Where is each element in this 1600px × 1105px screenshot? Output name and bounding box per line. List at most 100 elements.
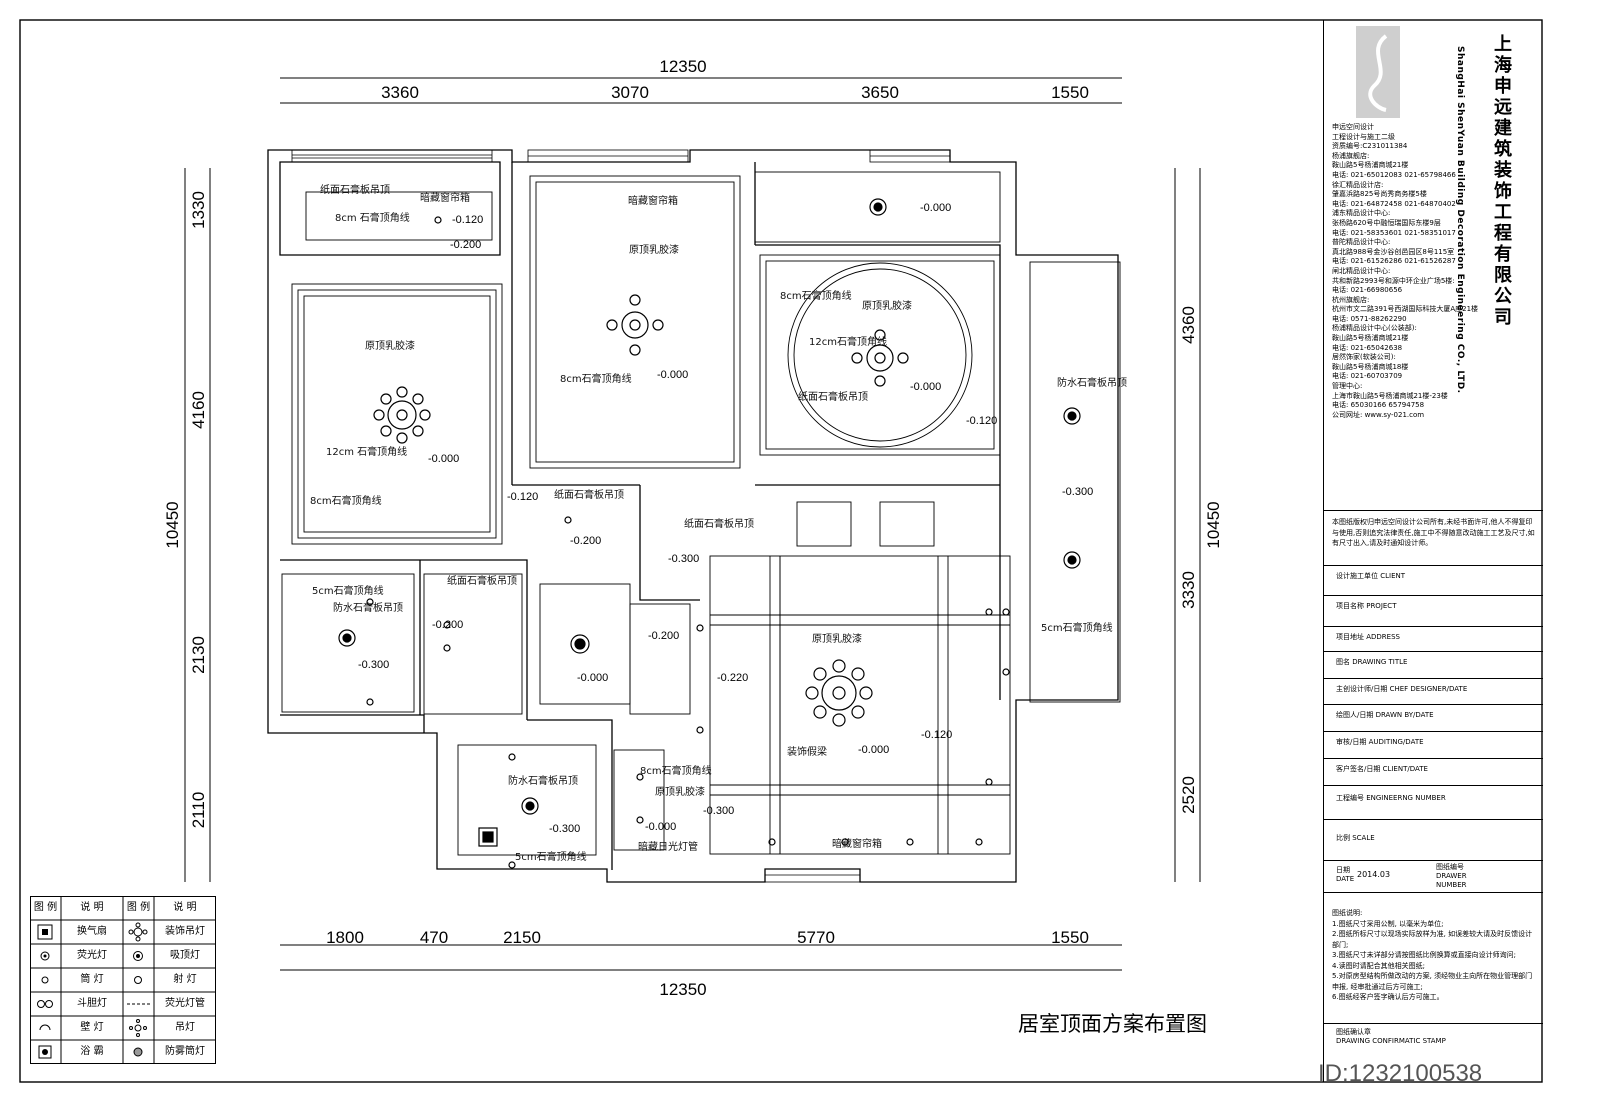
firm-line: 资质编号:C231011384 — [1332, 142, 1408, 151]
firm-line: 共和新路2993号和源中环企业广场5楼: — [1332, 276, 1455, 285]
annotation: 装饰假梁 — [787, 745, 827, 758]
stamp-label-en: DRAWING CONFIRMATIC STAMP — [1336, 1037, 1446, 1045]
annotation: 8cm石膏顶角线 — [780, 289, 852, 302]
level-mark: -0.220 — [717, 672, 748, 684]
annotation: 12cm 石膏顶角线 — [326, 445, 407, 458]
legend-item-antifog-downlight: 防雾筒灯 — [165, 1046, 205, 1057]
floor-plan-walls — [267, 149, 1119, 883]
legend-table: 图 例 说 明 图 例 说 明 换气扇 装饰吊灯 荧光灯 吸顶灯 筒 灯 射 灯… — [30, 896, 216, 1064]
bottom-dim-5: 1550 — [1051, 928, 1089, 947]
annotation: 原顶乳胶漆 — [862, 299, 912, 312]
date-label: 日期 — [1336, 866, 1350, 874]
row-address: 项目地址 ADDRESS — [1324, 626, 1543, 652]
left-dim-1: 1330 — [189, 191, 208, 229]
firm-line: 电话: 021-61526286 021-61526287 — [1332, 257, 1456, 266]
drawing-number-en: DRAWER NUMBER — [1436, 872, 1467, 889]
right-dim-3: 2520 — [1179, 776, 1198, 814]
firm-line: 电话: 021-58353601 021-58351017 — [1332, 228, 1456, 237]
firm-line: 鞍山路5号杨浦商城18楼 — [1332, 362, 1409, 371]
annotation: 暗藏日光灯管 — [638, 840, 698, 853]
legend-item-fluorescent: 荧光灯 — [77, 950, 107, 961]
firm-line: 电话: 021-64872458 021-64870402 — [1332, 199, 1456, 208]
firm-line: 工程设计与施工二级 — [1332, 132, 1395, 141]
ceiling-levels: -0.120 -0.200 -0.000 -0.000 -0.000 -0.00… — [358, 202, 1093, 835]
firm-info: 申远空间设计 工程设计与施工二级 资质编号:C231011384 杨浦旗舰店: … — [1332, 123, 1479, 420]
level-mark: -0.000 — [577, 672, 608, 684]
firm-line: 管理中心: — [1332, 382, 1363, 391]
level-mark: -0.200 — [570, 535, 601, 547]
legend-item-grille-light: 斗胆灯 — [77, 998, 107, 1009]
left-dim-2: 4160 — [189, 391, 208, 429]
row-auditing: 审核/日期 AUDITING/DATE — [1324, 731, 1543, 759]
firm-line: 电话: 0571-88262290 — [1332, 314, 1407, 323]
firm-line: 电话: 021-65012083 021-65798466 — [1332, 170, 1456, 179]
firm-line: 徐汇精品设计店: — [1332, 180, 1384, 189]
firm-line: 上海市鞍山路5号杨浦商城21楼-23楼 — [1332, 391, 1448, 400]
firm-line: 杭州市文二路391号西湖国际科技大厦A座21楼 — [1332, 305, 1479, 314]
annotation: 8cm 石膏顶角线 — [335, 211, 410, 224]
copyright-notice: 本图纸版权归申远空间设计公司所有,未经书面许可,他人不得复印与使用,否则追究法律… — [1332, 518, 1535, 547]
date-label-en: DATE — [1336, 875, 1355, 883]
legend-header-icon-2: 图 例 — [126, 902, 151, 913]
drawing-id: ID:1232100538 — [1318, 1060, 1483, 1087]
drawing-notes: 图纸说明: 1.图纸尺寸采用公制, 以毫米为单位; 2.图纸所标尺寸以现场实际放… — [1332, 909, 1533, 1001]
left-dim-3: 2130 — [189, 636, 208, 674]
annotation: 原顶乳胶漆 — [365, 339, 415, 352]
ceiling-outlines — [281, 171, 1121, 856]
right-dim-1: 4360 — [1179, 306, 1198, 344]
right-dim-2: 3330 — [1179, 571, 1198, 609]
bottom-dim-4: 5770 — [797, 928, 835, 947]
firm-line: 杨浦精品设计中心(公装部): — [1332, 324, 1417, 333]
bottom-dim-3: 2150 — [503, 928, 541, 947]
level-mark: -0.120 — [452, 214, 483, 226]
top-dim-2: 3070 — [611, 83, 649, 102]
firm-line: 真北路988号金沙谷创邑园区8号115室 — [1332, 247, 1455, 256]
level-mark: -0.300 — [703, 805, 734, 817]
row-stamp: 图纸确认章 DRAWING CONFIRMATIC STAMP — [1324, 1028, 1543, 1054]
firm-line: 居然饰家(软装公司): — [1332, 353, 1396, 362]
legend-item-downlight: 筒 灯 — [80, 974, 104, 985]
company-name-en: ShangHai ShenYuan Building Decoration En… — [1455, 46, 1465, 394]
stamp-label: 图纸确认章 — [1336, 1028, 1371, 1036]
top-dim-1: 3360 — [381, 83, 419, 102]
level-mark: -0.120 — [507, 491, 538, 503]
annotation: 防水石膏板吊顶 — [508, 774, 578, 787]
legend-item-decorative-chandelier: 装饰吊灯 — [165, 926, 205, 937]
level-mark: -0.000 — [910, 381, 941, 393]
annotation: 纸面石膏板吊顶 — [320, 183, 390, 196]
annotation: 原顶乳胶漆 — [812, 632, 862, 645]
annotation: 纸面石膏板吊顶 — [798, 390, 868, 403]
level-mark: -0.120 — [921, 729, 952, 741]
annotation: 5cm石膏顶角线 — [515, 850, 587, 863]
legend-item-fluorescent-tube: 荧光灯管 — [165, 998, 205, 1009]
legend-item-spotlight: 射 灯 — [173, 974, 197, 985]
legend-grid — [30, 896, 216, 1064]
legend-item-wall-lamp: 壁 灯 — [80, 1022, 104, 1033]
level-mark: -0.300 — [1062, 486, 1093, 498]
row-engineering-number: 工程编号 ENGINEERNG NUMBER — [1324, 785, 1543, 820]
level-mark: -0.300 — [358, 659, 389, 671]
level-mark: -0.000 — [645, 821, 676, 833]
annotation: 防水石膏板吊顶 — [1057, 376, 1127, 389]
annotation: 8cm石膏顶角线 — [560, 372, 632, 385]
company-name-cn: 上海申远建筑装饰工程有限公司 — [1494, 34, 1513, 328]
left-total-dim: 10450 — [163, 501, 182, 548]
firm-line: 公司网址: www.sy-021.com — [1332, 410, 1425, 419]
firm-line: 张杨路620号中融恒瑞国际东楼9层 — [1332, 218, 1441, 227]
annotation: 暗藏窗帘箱 — [832, 837, 882, 850]
level-mark: -0.000 — [657, 369, 688, 381]
legend-item-bath-heater: 浴 霸 — [80, 1046, 104, 1057]
firm-line: 闸北精品设计中心: — [1332, 266, 1391, 275]
annotation: 暗藏窗帘箱 — [420, 191, 470, 204]
annotation: 原顶乳胶漆 — [655, 785, 705, 798]
row-client: 设计施工单位 CLIENT — [1324, 565, 1543, 596]
legend-item-ceiling-light: 吸顶灯 — [170, 950, 200, 961]
firm-line: 浦东精品设计中心: — [1332, 209, 1391, 218]
left-dim-4: 2110 — [189, 792, 208, 829]
row-project: 项目名称 PROJECT — [1324, 595, 1543, 627]
light-fixtures — [338, 198, 1081, 869]
top-dim-3: 3650 — [861, 83, 899, 102]
company-logo — [1356, 26, 1400, 118]
level-mark: -0.300 — [668, 553, 699, 565]
